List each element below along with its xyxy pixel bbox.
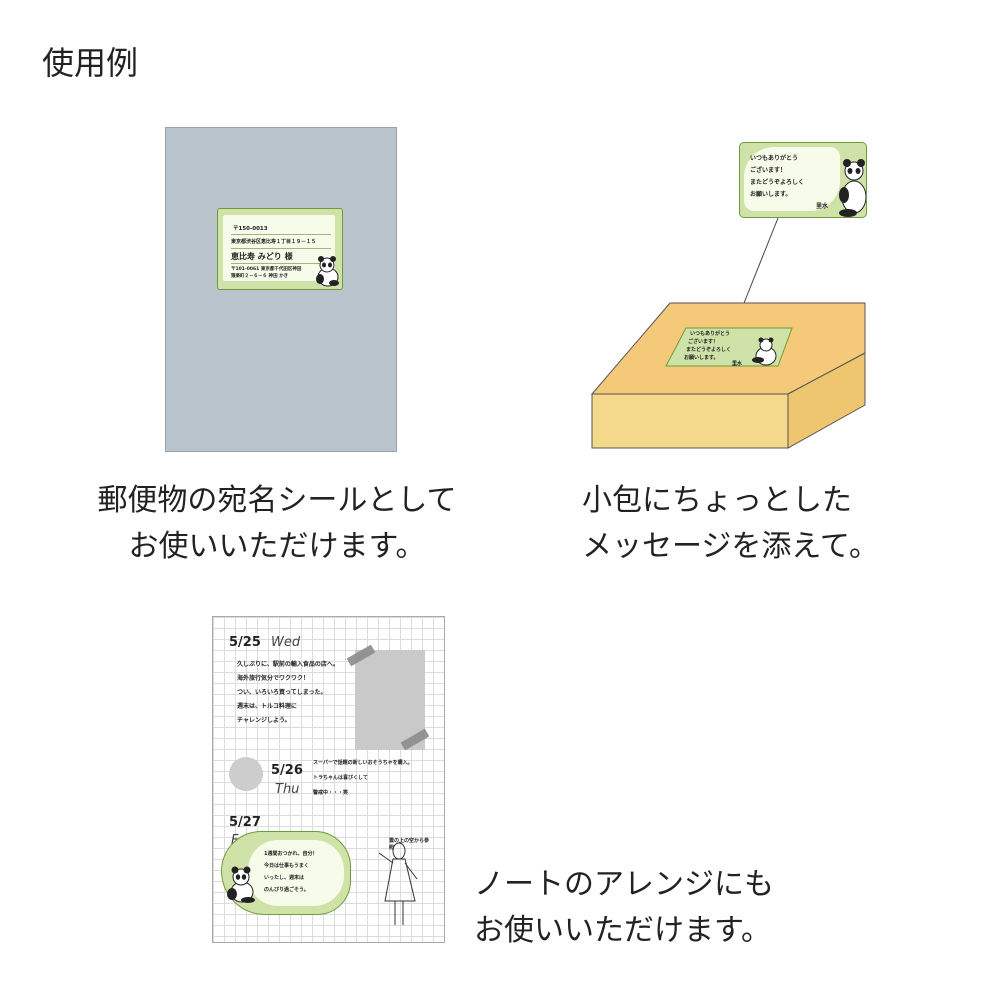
note-entry3-line3: いったし、週末は xyxy=(264,875,305,881)
box-label-line2: ございます！ xyxy=(688,339,719,345)
note-entry2-line2: トラちゃんは喜びくして xyxy=(313,775,368,781)
girl-sketch xyxy=(378,842,418,925)
caption-note: ノートのアレンジにも お使いいただけます。 xyxy=(474,862,834,954)
box-label-line3: またどうぞよろしく xyxy=(686,347,732,353)
note-entry1-line4: 週末は、トルコ料理に xyxy=(237,703,297,710)
note-illustration: 5/25 Wed 久しぶりに、駅前の輸入食品の店へ。 海外旅行気分でワクワク！ … xyxy=(212,616,445,943)
note-entry1-line3: つい、いろいろ買ってしまった。 xyxy=(237,689,327,696)
message-label-bubble: いつもありがとう ございます！ またどうぞよろしく お願いします。 里水 xyxy=(744,147,840,211)
note-entry2-line3: 警戒中・・・笑 xyxy=(313,790,349,796)
box-front xyxy=(591,393,789,449)
note-entry3-line1: 1週間おつかれ、自分！ xyxy=(264,851,318,857)
note-circle-placeholder xyxy=(229,757,263,791)
box-side xyxy=(787,352,866,449)
note-sketch-caption: 雲の上の空から参照 xyxy=(389,838,430,851)
address-from: 猿楽町２－６－６ 神田 かき xyxy=(231,274,289,279)
caption-envelope-line1: 郵便物の宛名シールとして xyxy=(97,483,457,518)
message-line3: またどうぞよろしく xyxy=(750,179,805,186)
address-postal-from: 〒101-0061 東京都千代田区神田 xyxy=(231,267,302,272)
address-label-panel: 〒150-0013 東京都渋谷区恵比寿１丁目１９－１５ 恵比寿 みどり 様 〒1… xyxy=(223,215,335,281)
box-label-signature: 里水 xyxy=(732,361,743,367)
address-rule xyxy=(231,263,331,264)
note-entry1-line5: チャレンジしよう。 xyxy=(237,717,291,724)
box-label-line1: いつもありがとう xyxy=(690,331,731,337)
address-postal-to: 〒150-0013 xyxy=(233,226,268,232)
note-sticker-label: 1週間おつかれ、自分！ 今日は仕事もうまく いったし、週末は のんびり過ごそう。 xyxy=(221,831,351,915)
message-line4: お願いします。 xyxy=(750,191,792,198)
address-to: 東京都渋谷区恵比寿１丁目１９－１５ xyxy=(231,239,317,245)
note-entry1-line2: 海外旅行気分でワクワク！ xyxy=(237,675,310,682)
leader-line xyxy=(741,217,779,309)
note-date-2: 5/26 xyxy=(271,763,303,778)
caption-note-line2: お使いいただけます。 xyxy=(474,913,771,948)
note-entry1-line1: 久しぶりに、駅前の輸入食品の店へ。 xyxy=(237,661,339,668)
package-illustration xyxy=(590,217,866,449)
note-entry3-line2: 今日は仕事もうまく xyxy=(264,863,309,869)
panda-icon xyxy=(752,337,777,366)
box-label-text: いつもありがとう ございます！ またどうぞよろしく お願いします。 里水 xyxy=(684,330,774,367)
note-entry3-line4: のんびり過ごそう。 xyxy=(264,887,309,893)
box-label-line4: お願いします。 xyxy=(684,355,719,361)
address-label: 〒150-0013 東京都渋谷区恵比寿１丁目１９－１５ 恵比寿 みどり 様 〒1… xyxy=(217,208,343,290)
caption-envelope: 郵便物の宛名シールとして お使いいただけます。 xyxy=(82,478,472,570)
caption-package-line1: 小包にちょっとした xyxy=(582,483,852,518)
panda-icon xyxy=(316,256,339,287)
caption-envelope-line2: お使いいただけます。 xyxy=(128,529,426,564)
caption-package: 小包にちょっとした メッセージを添えて。 xyxy=(582,478,942,570)
note-weekday-1: Wed xyxy=(271,635,301,650)
panda-icon xyxy=(227,866,255,903)
panda-icon xyxy=(839,159,866,217)
caption-package-line2: メッセージを添えて。 xyxy=(582,529,879,564)
page-title: 使用例 xyxy=(42,44,139,82)
note-photo-placeholder xyxy=(355,650,425,750)
note-date-1: 5/25 xyxy=(229,635,261,650)
address-name-to: 恵比寿 みどり 様 xyxy=(231,252,293,261)
note-weekday-2: Thu xyxy=(275,782,300,797)
message-signature: 里水 xyxy=(816,203,829,210)
message-label: いつもありがとう ございます！ またどうぞよろしく お願いします。 里水 xyxy=(739,142,867,218)
address-rule xyxy=(231,234,331,235)
note-sticker-panel: 1週間おつかれ、自分！ 今日は仕事もうまく いったし、週末は のんびり過ごそう。 xyxy=(248,840,344,906)
note-date-3: 5/27 xyxy=(229,815,261,830)
message-line2: ございます！ xyxy=(750,167,787,174)
message-line1: いつもありがとう xyxy=(750,155,799,162)
note-entry2-line1: スーパーで話題の新しいおそうちゃを購入。 xyxy=(313,760,413,766)
caption-note-line1: ノートのアレンジにも xyxy=(474,867,774,902)
address-rule xyxy=(231,248,331,249)
